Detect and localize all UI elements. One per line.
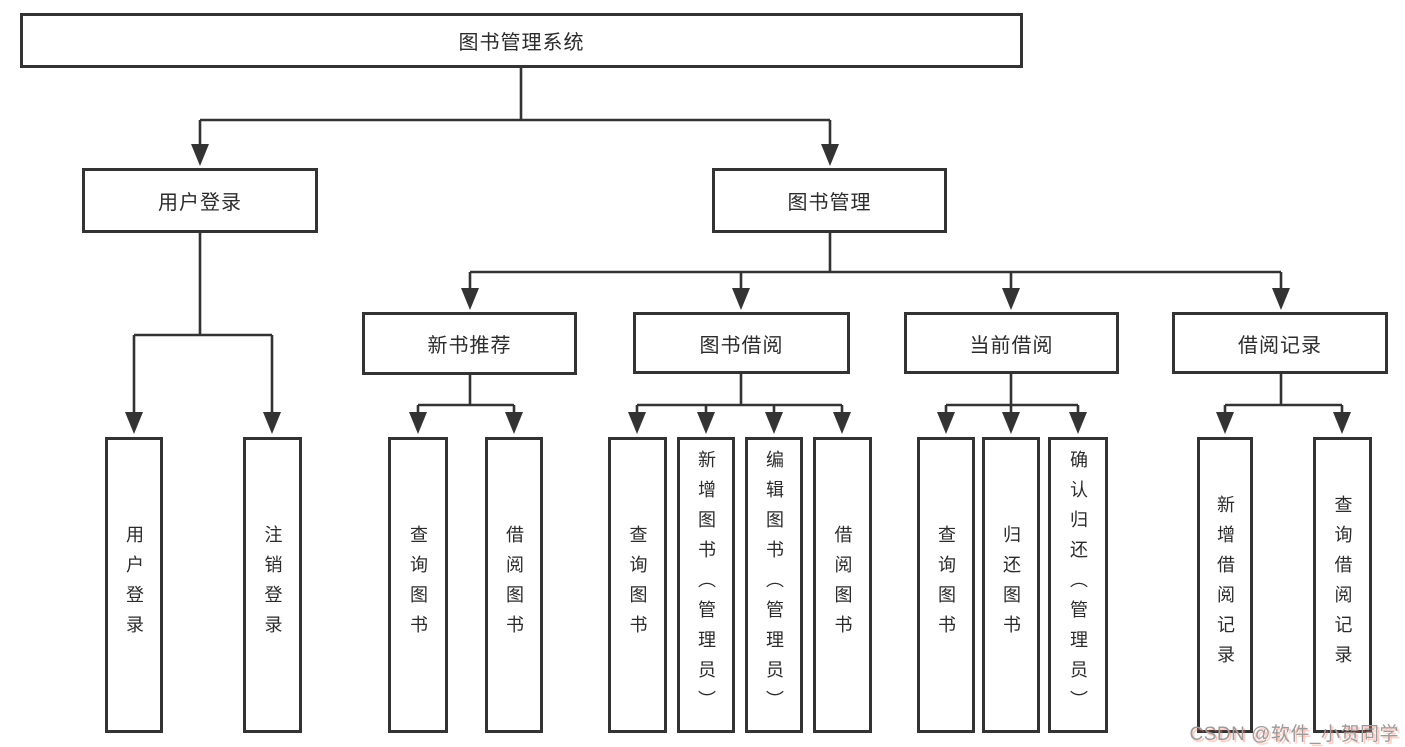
node-borrow-record: 借阅记录 [1172, 312, 1388, 374]
leaf-cb-return-book: 归还图书 [982, 437, 1040, 733]
leaf-label: 借阅图书 [832, 525, 853, 645]
leaf-label: 查询图书 [408, 525, 428, 645]
connector-new-book-group [416, 375, 516, 418]
leaf-user-login: 用户登录 [105, 437, 163, 733]
leaf-label: 编辑图书（管理员） [764, 450, 784, 720]
leaf-nb-query-book: 查询图书 [388, 437, 448, 733]
leaf-label: 新增图书（管理员） [696, 450, 716, 720]
leaf-label: 注销登录 [262, 525, 283, 645]
leaf-logout: 注销登录 [243, 437, 302, 733]
leaf-label: 归还图书 [1001, 525, 1021, 645]
node-book-management: 图书管理 [712, 168, 947, 233]
arrowheads [125, 144, 1351, 434]
leaf-cb-query-book: 查询图书 [917, 437, 975, 733]
node-book-borrow: 图书借阅 [633, 312, 850, 374]
node-root: 图书管理系统 [20, 13, 1023, 68]
node-user-login: 用户登录 [82, 168, 318, 233]
leaf-label: 用户登录 [124, 525, 144, 645]
leaf-bb-borrow-book: 借阅图书 [813, 437, 872, 733]
leaf-label: 确认归还（管理员） [1068, 450, 1088, 720]
leaf-label: 查询图书 [936, 525, 956, 645]
leaf-nb-borrow-book: 借阅图书 [485, 437, 543, 733]
connector-book-management-group [468, 233, 1283, 294]
node-new-book-recommend: 新书推荐 [362, 312, 577, 375]
leaf-br-add-record: 新增借阅记录 [1197, 437, 1253, 733]
leaf-label: 查询借阅记录 [1332, 495, 1353, 675]
connector-book-borrow-group [635, 374, 844, 418]
connector-root [198, 68, 832, 150]
leaf-label: 查询图书 [627, 525, 648, 645]
connector-current-borrow-group [944, 374, 1080, 418]
leaf-label: 新增借阅记录 [1215, 495, 1235, 675]
csdn-watermark: CSDN @软件_小贺同学 [1189, 724, 1399, 745]
leaf-cb-confirm-return: 确认归还（管理员） [1048, 437, 1108, 733]
connector-user-login-group [132, 233, 274, 418]
leaf-bb-add-book: 新增图书（管理员） [677, 437, 735, 733]
leaf-br-query-record: 查询借阅记录 [1313, 437, 1372, 733]
leaf-label: 借阅图书 [504, 525, 524, 645]
connector-borrow-record-group [1223, 374, 1344, 418]
leaf-bb-edit-book: 编辑图书（管理员） [745, 437, 803, 733]
leaf-bb-query-book: 查询图书 [608, 437, 667, 733]
node-current-borrow: 当前借阅 [904, 312, 1119, 374]
